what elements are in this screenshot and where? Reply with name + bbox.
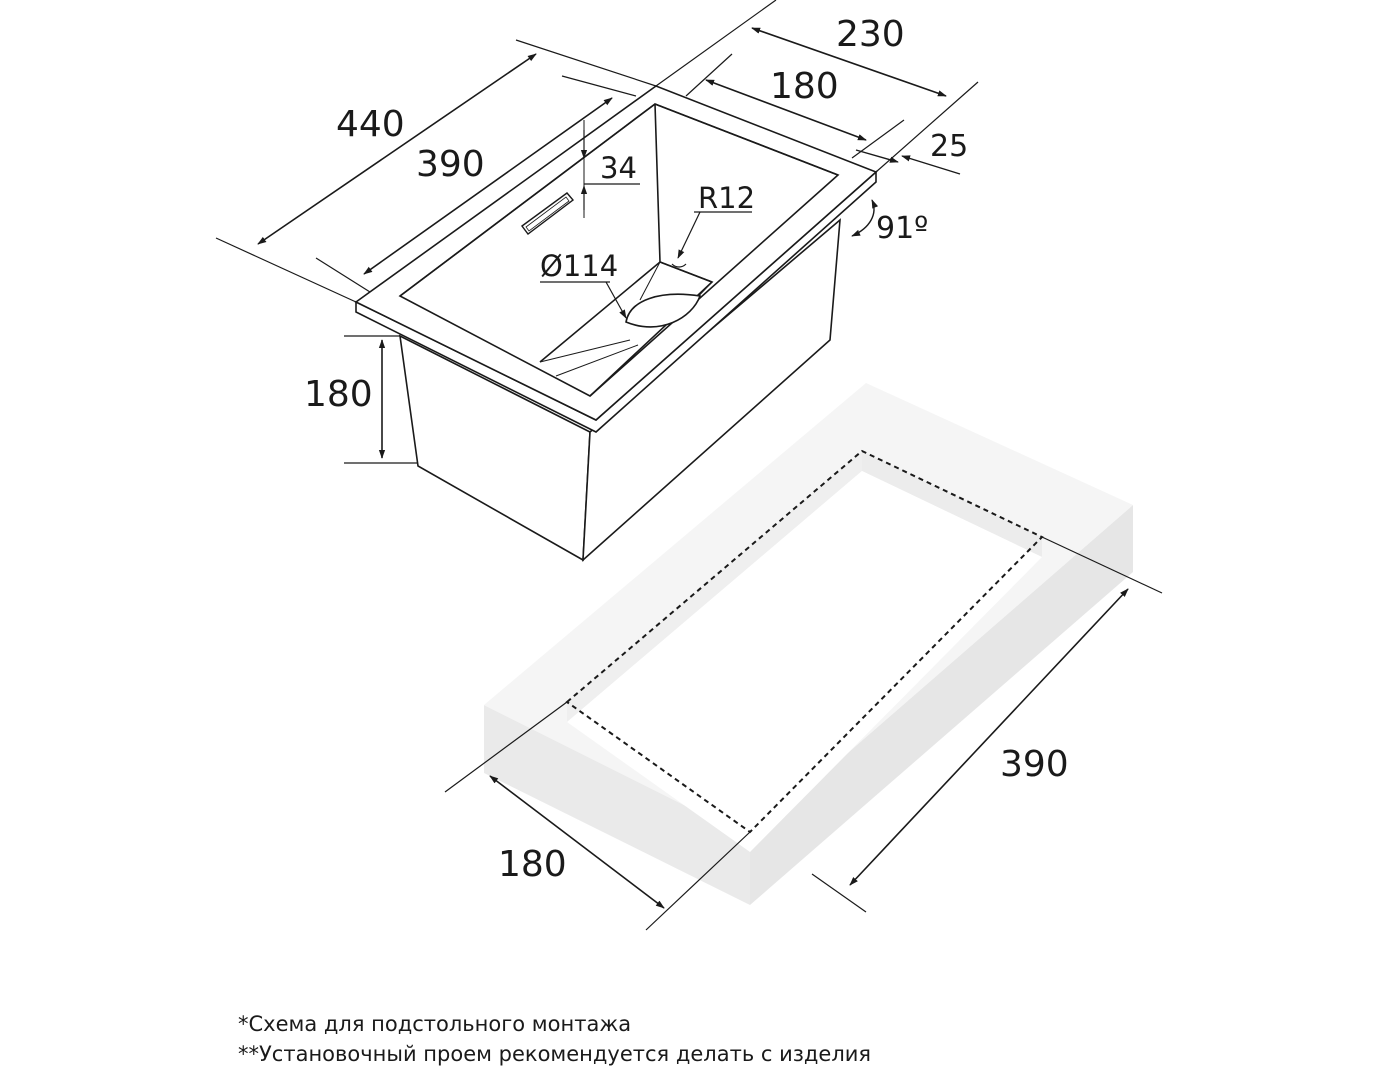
inner-width-extension-a (685, 53, 733, 97)
drain-hole (625, 293, 702, 328)
cutout-width-dimension-line (489, 775, 665, 909)
rim-width-dimension-line-a (855, 149, 899, 163)
outer-width-label: 230 (836, 14, 905, 55)
overflow-offset-label: 34 (600, 151, 637, 185)
inner-width-extension-b (851, 119, 905, 159)
side-angle-label: 91º (876, 211, 928, 246)
footnote-undermount: *Схема для подстольного монтажа (238, 1012, 632, 1036)
rim-width-label: 25 (930, 129, 968, 164)
countertop-top-face (484, 383, 1133, 838)
sink-bowl-floor (539, 261, 714, 397)
cutout-width-extension-right (645, 831, 751, 931)
cutout-width-extension-left (444, 701, 568, 793)
sink-right-wall (582, 218, 841, 562)
rim-width-dimension-line-b (901, 155, 961, 175)
cutout-length-extension-bottom (811, 873, 867, 913)
sink-slope-line-1 (539, 339, 631, 363)
sink-dimensions: 440 390 230 180 25 34 R12 Ø114 (215, 0, 979, 464)
bowl-depth-label: 180 (304, 374, 373, 415)
inner-width-label: 180 (770, 66, 839, 107)
cutout-length-label: 390 (1000, 744, 1069, 785)
outer-width-extension-a (655, 0, 777, 87)
outer-length-label: 440 (336, 104, 405, 145)
inner-length-extension-b (561, 75, 637, 97)
inner-length-extension-a (315, 257, 371, 293)
inner-length-label: 390 (416, 144, 485, 185)
sink-slope-line-2 (555, 344, 639, 377)
side-angle-arc (851, 199, 879, 237)
cutout-length-extension-top (1041, 536, 1163, 594)
corner-radius-arc (671, 263, 687, 268)
sink-slope-line-3 (639, 261, 661, 301)
corner-radius-label: R12 (698, 181, 755, 215)
corner-radius-leader (677, 211, 701, 259)
footnote-cutout: **Установочный проем рекомендуется делат… (238, 1042, 872, 1066)
cutout-length-dimension-line (849, 588, 1129, 886)
countertop-opening-wall-back (862, 451, 1042, 557)
outer-length-extension-a (215, 237, 357, 303)
inner-width-dimension-line (705, 79, 867, 141)
countertop-opening-floor (567, 471, 1042, 852)
drain-diameter-label: Ø114 (540, 249, 618, 283)
drain-diameter-leader (605, 281, 627, 319)
inner-length-dimension-line (363, 97, 613, 275)
outer-width-dimension-line (751, 27, 947, 97)
countertop-cutout: 390 180 (444, 383, 1163, 931)
outer-length-extension-b (515, 39, 657, 87)
cutout-width-label: 180 (498, 844, 567, 885)
countertop-opening-wall-left (567, 451, 862, 722)
